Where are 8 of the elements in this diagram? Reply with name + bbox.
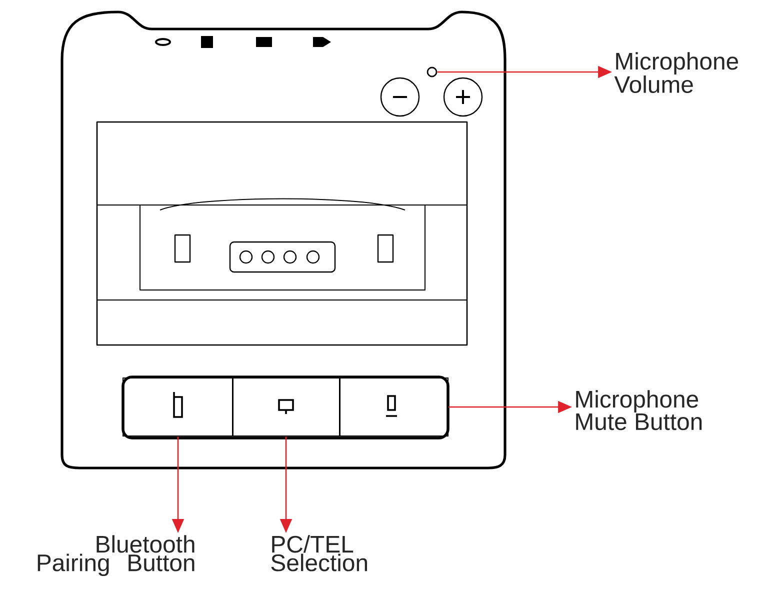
button bbox=[340, 378, 448, 436]
callout-label: Bluetooth Pairing Button bbox=[38, 535, 194, 576]
callout-label: PC/TEL Selection bbox=[271, 535, 367, 572]
mic-symbol bbox=[426, 66, 438, 78]
callout-label: Microphone Mute Button bbox=[576, 390, 702, 430]
button bbox=[232, 378, 340, 436]
callout-label: Microphone Volume bbox=[614, 52, 738, 94]
button bbox=[122, 378, 234, 436]
